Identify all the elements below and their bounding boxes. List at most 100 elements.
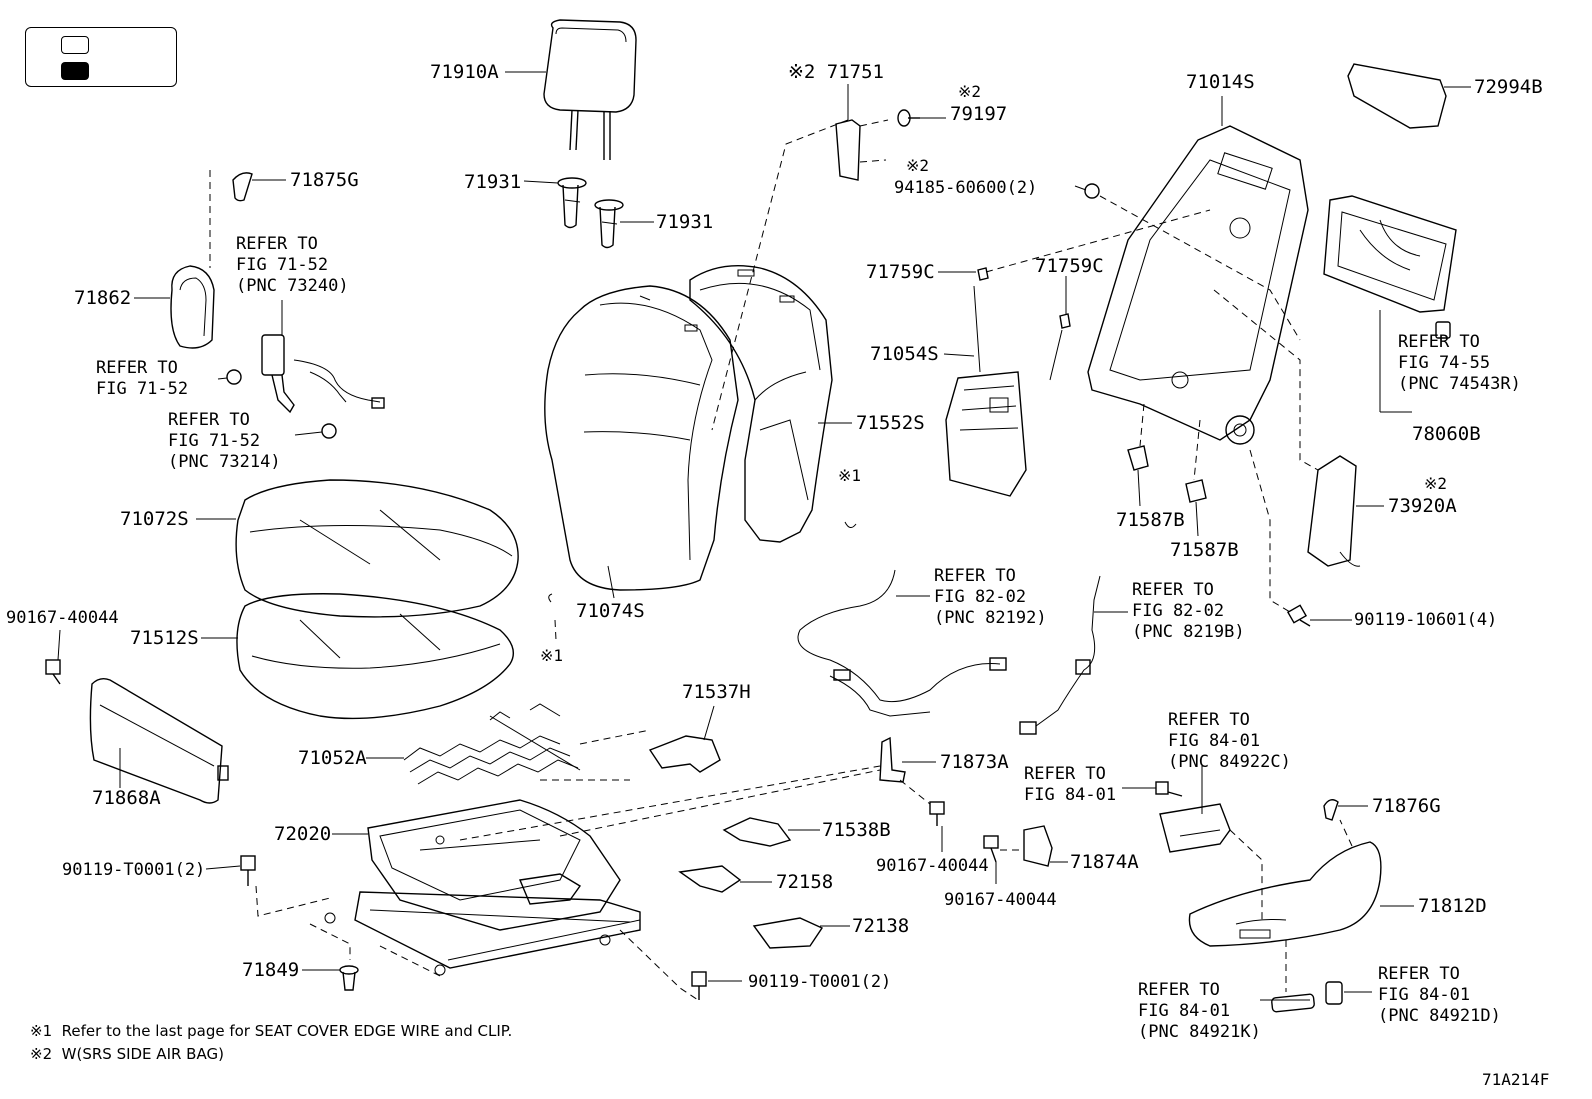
side-shield [1188, 841, 1382, 947]
side-airbag [1307, 455, 1361, 567]
bolt-90167-mid [929, 801, 945, 826]
part-label-71759C-left: 71759C [866, 261, 935, 283]
headrest-guide-left [557, 177, 587, 229]
part-label-71910A: 71910A [430, 61, 499, 83]
seat-spring-mat [403, 703, 581, 785]
bolt-79197 [897, 109, 920, 127]
footnote-seat-cover-edge-wire: ※1 Refer to the last page for SEAT COVER… [30, 1022, 513, 1040]
part-71751 [835, 119, 861, 181]
wire-harness-82192 [797, 569, 1007, 717]
seat-switch-84922C [1159, 803, 1231, 853]
part-label-72138: 72138 [852, 915, 910, 937]
washer-71-52 [321, 423, 337, 439]
part-label-71876G: 71876G [1372, 795, 1441, 817]
part-label-71587B-upper: 71587B [1116, 509, 1185, 531]
part-label-71587B-lower: 71587B [1170, 539, 1239, 561]
footnote-srs-side-airbag: ※2 W(SRS SIDE AIR BAG) [30, 1045, 224, 1063]
part-label-90167-40044-mid: 90167-40044 [876, 856, 989, 876]
note1-left: ※1 [540, 646, 564, 665]
part-71538B [722, 817, 792, 847]
note-73920A: ※2 [1424, 474, 1448, 493]
clip-71759C-left [977, 267, 989, 281]
part-72158 [678, 865, 742, 893]
bolt-90119-10601 [1286, 604, 1311, 627]
refer-fig-71-52-pnc-73240: REFER TO FIG 71-52 (PNC 73240) [236, 234, 349, 296]
bolt-90119-lower [691, 971, 707, 1000]
part-71537H [648, 735, 721, 773]
part-label-71512S: 71512S [130, 627, 199, 649]
nut-94185 [1084, 183, 1100, 199]
clip-note1-left [548, 593, 553, 603]
bolt-71-52 [226, 369, 242, 385]
part-71873A [879, 736, 906, 783]
part-label-72020: 72020 [274, 823, 332, 845]
part-71876G [1323, 799, 1339, 821]
bolt-90167-left [45, 659, 61, 685]
part-label-71868A: 71868A [92, 787, 161, 809]
part-label-94185-60600: 94185-60600(2) [894, 178, 1038, 198]
part-label-71812D: 71812D [1418, 895, 1487, 917]
refer-fig-84-01: REFER TO FIG 84-01 [1024, 764, 1117, 805]
seatback-spring-panel [945, 285, 1063, 497]
part-label-71874A: 71874A [1070, 851, 1139, 873]
refer-fig-84-01-pnc-84922C: REFER TO FIG 84-01 (PNC 84922C) [1168, 710, 1291, 772]
headrest [543, 19, 637, 160]
clip-71759C-right [1059, 313, 1071, 329]
refer-fig-71-52-pnc-73214: REFER TO FIG 71-52 (PNC 73214) [168, 410, 281, 472]
assembly-lines [255, 119, 1353, 1001]
part-71875G [232, 172, 253, 202]
front-trim-panel [89, 677, 229, 804]
bolt-90119-left [240, 855, 256, 886]
legend-filled-swatch [61, 62, 89, 80]
part-label-71052A: 71052A [298, 747, 367, 769]
note1-right: ※1 [838, 466, 862, 485]
lumbar-assembly [1323, 195, 1457, 339]
part-label-78060B: 78060B [1412, 423, 1481, 445]
part-label-71849: 71849 [242, 959, 300, 981]
part-label-90167-40044-left: 90167-40044 [6, 608, 119, 628]
refer-fig-71-52: REFER TO FIG 71-52 [96, 358, 189, 399]
part-label-90119-T0001-left: 90119-T0001(2) [62, 860, 206, 880]
knob-84921K [1271, 993, 1315, 1013]
headrest-guide-right [594, 199, 624, 249]
part-72994B [1347, 63, 1447, 129]
seat-belt-buckle [261, 334, 385, 414]
refer-fig-74-55-pnc-74543R: REFER TO FIG 74-55 (PNC 74543R) [1398, 332, 1521, 394]
refer-fig-84-01-pnc-84921D: REFER TO FIG 84-01 (PNC 84921D) [1378, 964, 1501, 1026]
part-label-71014S: 71014S [1186, 71, 1255, 93]
part-label-71875G: 71875G [290, 169, 359, 191]
part-label-71074S: 71074S [576, 600, 645, 622]
cushion-pad [236, 593, 514, 720]
part-label-71054S: 71054S [870, 343, 939, 365]
seatback-cover [544, 285, 739, 591]
part-label-90119-10601: 90119-10601(4) [1354, 610, 1498, 630]
part-label-71552S: 71552S [856, 412, 925, 434]
part-label-71537H: 71537H [682, 681, 751, 703]
note-94185: ※2 [906, 156, 930, 175]
bolt-90167-lower [983, 835, 999, 863]
figure-code: 71A214F [1482, 1070, 1550, 1089]
part-label-72994B: 72994B [1474, 76, 1543, 98]
part-label-71538B: 71538B [822, 819, 891, 841]
part-label-71873A: 71873A [940, 751, 1009, 773]
leader-lines [57, 71, 1471, 1001]
wire-harness-8219B [1019, 575, 1101, 735]
refer-fig-82-02-pnc-82192: REFER TO FIG 82-02 (PNC 82192) [934, 566, 1047, 628]
part-label-71072S: 71072S [120, 508, 189, 530]
legend-outline-swatch [61, 36, 89, 54]
part-label-71931-lower: 71931 [656, 211, 714, 233]
part-label-71751: ※2 71751 [788, 61, 884, 83]
part-label-71931-upper: 71931 [464, 171, 522, 193]
note-79197: ※2 [958, 82, 982, 101]
clip-note1-right [844, 521, 857, 528]
clip-71587B-lower [1185, 479, 1207, 503]
part-label-79197: 79197 [950, 103, 1008, 125]
knob-84921D [1325, 981, 1343, 1005]
seat-cushion-frame [324, 799, 641, 976]
part-72138 [752, 917, 824, 949]
part-label-90167-40044-lower: 90167-40044 [944, 890, 1057, 910]
refer-fig-82-02-pnc-8219B: REFER TO FIG 82-02 (PNC 8219B) [1132, 580, 1245, 642]
part-71862 [170, 265, 215, 349]
